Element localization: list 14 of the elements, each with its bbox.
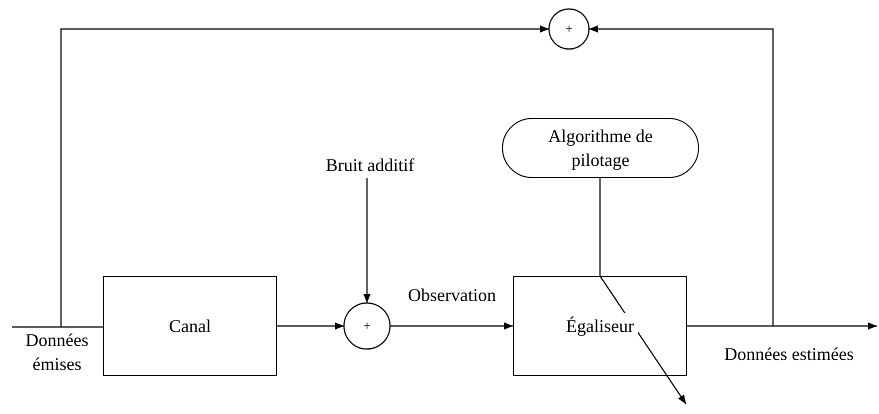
output-label: Données estimées bbox=[723, 343, 855, 366]
arrow bbox=[60, 25, 549, 327]
arrow bbox=[277, 322, 344, 330]
node-label: + bbox=[363, 317, 371, 336]
arrow bbox=[363, 178, 371, 303]
arrow bbox=[589, 25, 774, 326]
node-label: + bbox=[565, 20, 573, 38]
node-label: Bruit additif bbox=[326, 154, 414, 176]
node-label: Algorithme de pilotage bbox=[547, 125, 654, 172]
process-box bbox=[513, 276, 687, 376]
process-box bbox=[103, 276, 277, 376]
arrow bbox=[390, 322, 513, 330]
arrow bbox=[687, 322, 877, 330]
node-label: Données émises bbox=[24, 329, 90, 376]
